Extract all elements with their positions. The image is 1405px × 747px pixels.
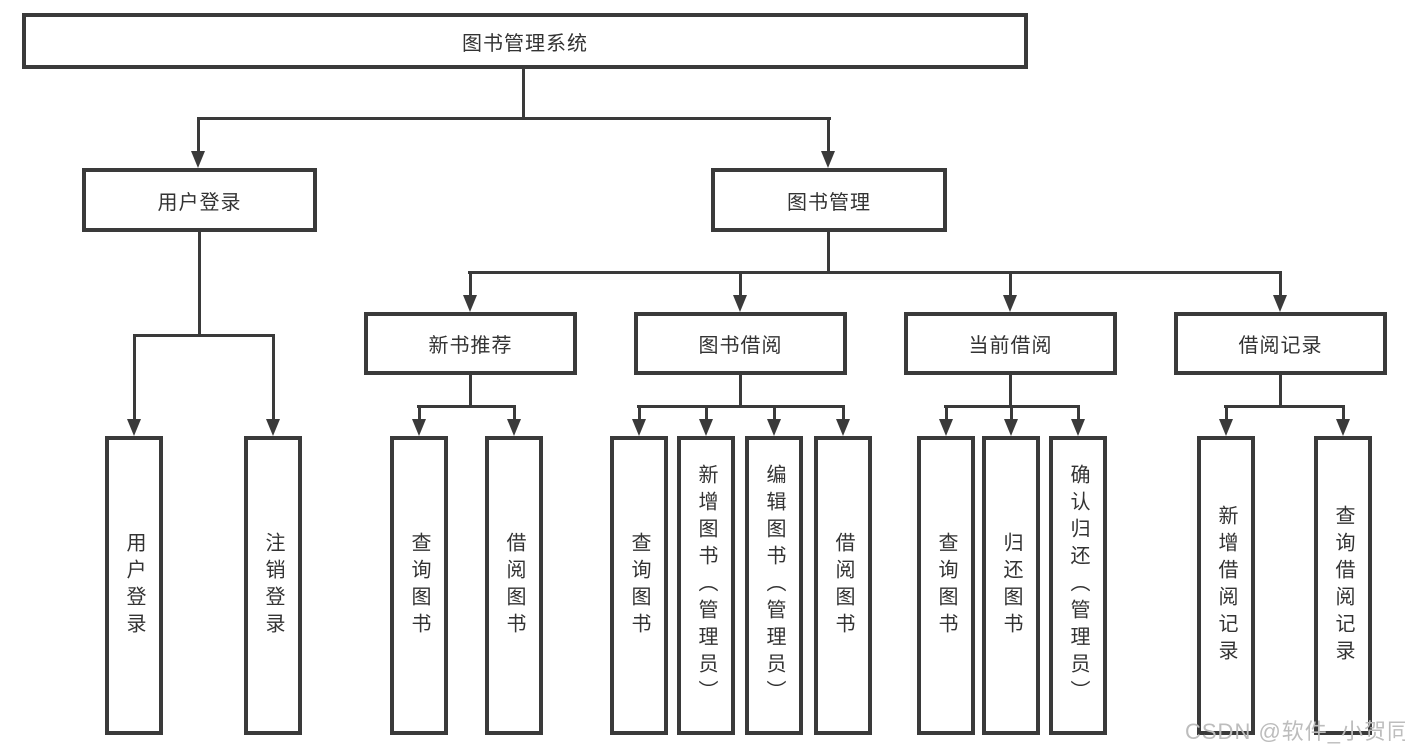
leaf-label: 借阅图书: [832, 531, 854, 640]
connector-current-borrow-stem: [1009, 375, 1012, 406]
connector-book-mgmt-bar: [468, 271, 1281, 274]
leaf-add-borrow-record: 新增借阅记录: [1197, 436, 1255, 735]
node-book-borrow-label: 图书借阅: [698, 335, 783, 357]
arrow-down-icon: [733, 295, 747, 312]
connector-to-new-book-stem: [469, 271, 472, 297]
node-book-management: 图书管理: [711, 168, 947, 232]
connector-to-leaf-stem: [1010, 405, 1013, 421]
node-new-book-recommend: 新书推荐: [364, 312, 577, 375]
arrow-down-icon: [939, 419, 953, 436]
leaf-borrow-books: 借阅图书: [814, 436, 872, 735]
connector-to-book-borrow-stem: [739, 271, 742, 297]
connector-book-mgmt-stem: [827, 232, 830, 271]
leaf-label: 归还图书: [1000, 531, 1022, 640]
connector-book-borrow-stem: [739, 375, 742, 406]
node-root-label: 图书管理系统: [462, 32, 588, 55]
arrow-down-icon: [1004, 419, 1018, 436]
leaf-label: 查询图书: [935, 531, 957, 640]
leaf-label: 查询图书: [408, 531, 430, 640]
node-current-borrow: 当前借阅: [904, 312, 1117, 375]
node-current-borrow-label: 当前借阅: [968, 335, 1053, 357]
leaf-label: 新增图书（管理员）: [695, 464, 717, 707]
leaf-query-borrow-record: 查询借阅记录: [1314, 436, 1372, 735]
csdn-watermark: CSDN @软件_小贺同学: [1185, 719, 1405, 744]
connector-to-leaf-stem: [418, 405, 421, 421]
leaf-label: 编辑图书（管理员）: [763, 464, 785, 707]
leaf-label: 借阅图书: [503, 531, 525, 640]
connector-to-leaf-stem: [272, 334, 275, 420]
arrow-down-icon: [1071, 419, 1085, 436]
leaf-add-book-admin: 新增图书（管理员）: [677, 436, 735, 735]
connector-to-leaf-stem: [133, 334, 136, 420]
node-new-book-recommend-label: 新书推荐: [428, 335, 513, 357]
connector-to-leaf-stem: [638, 405, 641, 421]
leaf-label: 查询图书: [628, 531, 650, 640]
leaf-edit-book-admin: 编辑图书（管理员）: [745, 436, 803, 735]
connector-to-book-mgmt-stem: [827, 117, 830, 153]
connector-root-stem: [522, 69, 525, 117]
leaf-label: 用户登录: [123, 531, 145, 640]
connector-book-borrow-bar: [637, 405, 845, 408]
node-root-system: 图书管理系统: [22, 13, 1028, 69]
connector-user-login-bar: [133, 334, 275, 337]
connector-to-borrow-records-stem: [1279, 271, 1282, 297]
connector-new-book-stem: [469, 375, 472, 406]
leaf-label: 确认归还（管理员）: [1067, 464, 1089, 707]
leaf-label: 查询借阅记录: [1332, 504, 1354, 667]
connector-to-current-borrow-stem: [1009, 271, 1012, 297]
arrow-down-icon: [1273, 295, 1287, 312]
connector-borrow-records-bar: [1224, 405, 1345, 408]
arrow-down-icon: [632, 419, 646, 436]
leaf-label: 注销登录: [262, 531, 284, 640]
connector-to-leaf-stem: [842, 405, 845, 421]
connector-to-leaf-stem: [773, 405, 776, 421]
leaf-query-books-borrow: 查询图书: [610, 436, 668, 735]
connector-to-leaf-stem: [1225, 405, 1228, 421]
connector-borrow-records-stem: [1279, 375, 1282, 406]
arrow-down-icon: [699, 419, 713, 436]
node-user-login: 用户登录: [82, 168, 317, 232]
leaf-label: 新增借阅记录: [1215, 504, 1237, 667]
connector-to-leaf-stem: [1077, 405, 1080, 421]
connector-to-leaf-stem: [513, 405, 516, 421]
leaf-confirm-return-admin: 确认归还（管理员）: [1049, 436, 1107, 735]
leaf-query-books-recommend: 查询图书: [390, 436, 448, 735]
node-borrow-records: 借阅记录: [1174, 312, 1387, 375]
connector-user-login-stem: [198, 232, 201, 334]
arrow-down-icon: [1003, 295, 1017, 312]
node-book-borrow: 图书借阅: [634, 312, 847, 375]
arrow-down-icon: [1336, 419, 1350, 436]
arrow-down-icon: [767, 419, 781, 436]
arrow-down-icon: [266, 419, 280, 436]
connector-to-leaf-stem: [705, 405, 708, 421]
leaf-query-books-current: 查询图书: [917, 436, 975, 735]
leaf-return-book: 归还图书: [982, 436, 1040, 735]
connector-to-user-login-stem: [197, 117, 200, 153]
arrow-down-icon: [821, 151, 835, 168]
connector-to-leaf-stem: [945, 405, 948, 421]
node-book-management-label: 图书管理: [787, 191, 871, 214]
arrow-down-icon: [127, 419, 141, 436]
connector-root-bar: [197, 117, 831, 120]
arrow-down-icon: [1219, 419, 1233, 436]
connector-new-book-bar: [417, 405, 516, 408]
node-user-login-label: 用户登录: [157, 191, 242, 214]
arrow-down-icon: [507, 419, 521, 436]
arrow-down-icon: [191, 151, 205, 168]
leaf-user-login: 用户登录: [105, 436, 163, 735]
leaf-borrow-books-recommend: 借阅图书: [485, 436, 543, 735]
leaf-logout: 注销登录: [244, 436, 302, 735]
node-borrow-records-label: 借阅记录: [1238, 335, 1323, 357]
connector-to-leaf-stem: [1342, 405, 1345, 421]
arrow-down-icon: [412, 419, 426, 436]
arrow-down-icon: [463, 295, 477, 312]
arrow-down-icon: [836, 419, 850, 436]
